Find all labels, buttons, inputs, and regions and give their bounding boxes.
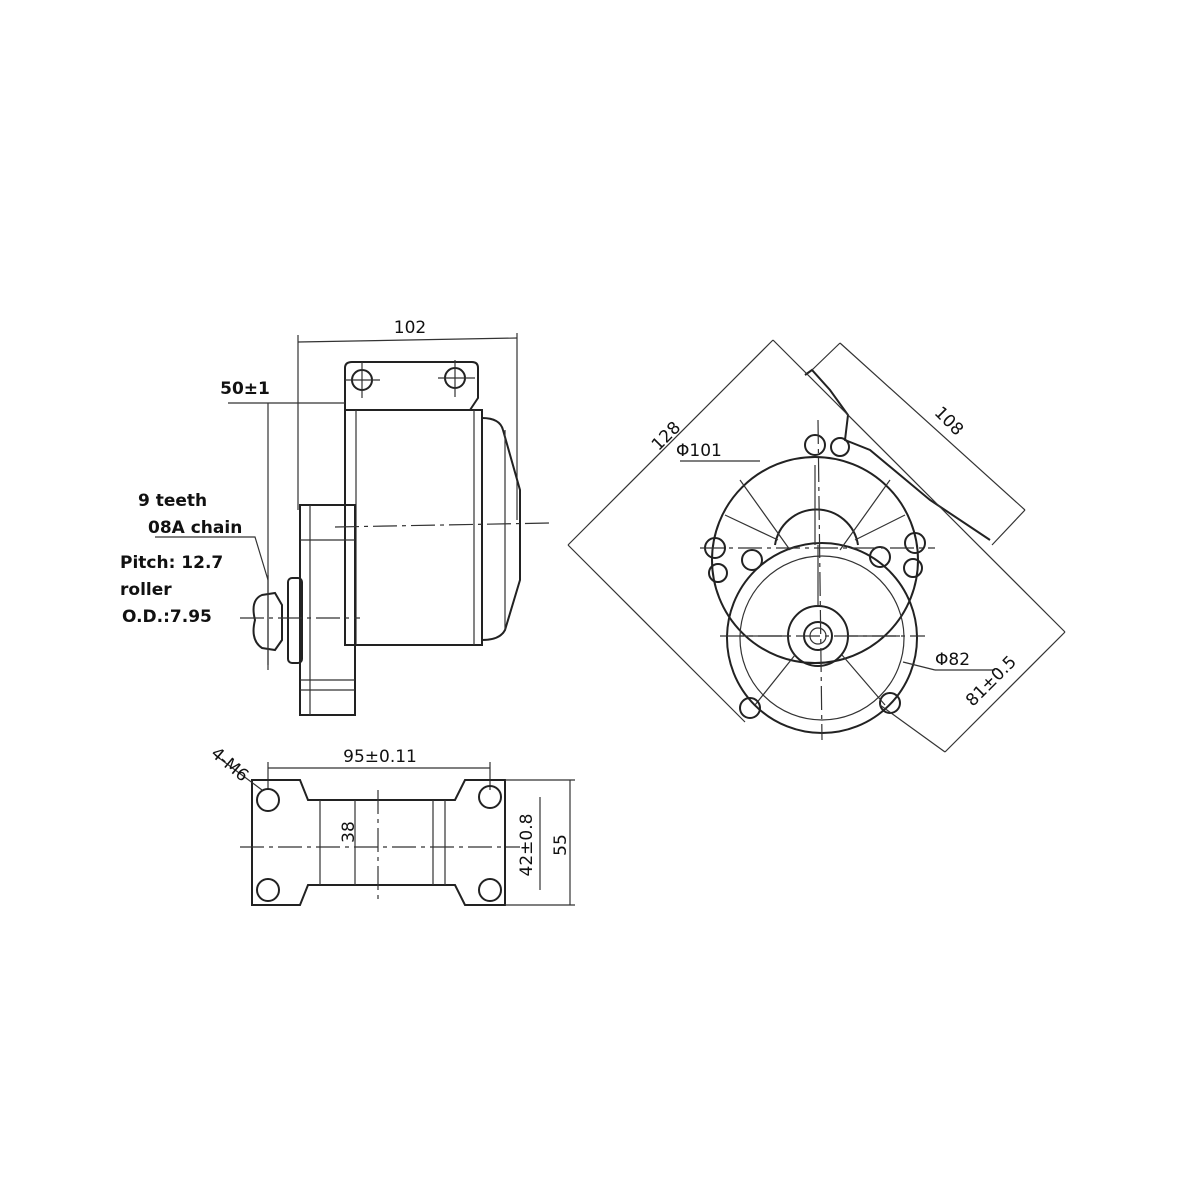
- holes-note-label: 4-M6: [207, 744, 252, 787]
- offset-dim-label: 50±1: [220, 379, 270, 399]
- bracket-dim-label: 108: [930, 403, 967, 440]
- width-dim-label: 55: [551, 834, 571, 856]
- sprocket-note-pitch: Pitch: 12.7: [120, 553, 223, 573]
- hole-spacing-dim-label: 95±0.11: [343, 747, 417, 767]
- side-view: 102 50±1 9 teeth 08A chain Pitch: 12.7 r…: [120, 318, 551, 716]
- inner-diameter-label: Φ82: [935, 650, 970, 670]
- sprocket-note-chain: 08A chain: [148, 518, 242, 538]
- body-dim-label: 38: [339, 821, 359, 843]
- front-view: 128 Φ101 108 Φ82 81±0.5: [567, 339, 1066, 753]
- sprocket-note-teeth: 9 teeth: [138, 491, 207, 511]
- sprocket-note-roller: roller: [120, 580, 172, 600]
- bottom-view: 95±0.11 4-M6 38 42±0.8 55: [207, 744, 575, 906]
- outer-diameter-label: Φ101: [676, 441, 722, 461]
- sprocket-note-od: O.D.:7.95: [122, 607, 212, 627]
- length-dim-label: 102: [394, 318, 426, 338]
- hole-pitch-dim-label: 42±0.8: [517, 814, 537, 877]
- center-dim-label: 81±0.5: [962, 652, 1021, 711]
